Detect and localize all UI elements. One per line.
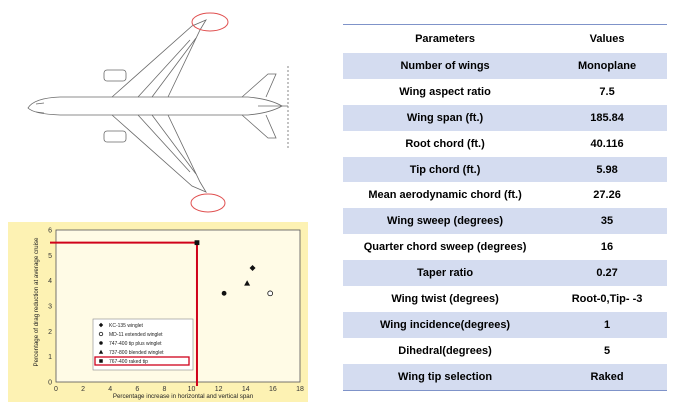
value-cell: Root-0,Tip- -3 <box>547 286 667 312</box>
value-cell: Monoplane <box>547 53 667 79</box>
y-tick-label: 0 <box>48 380 52 387</box>
legend-entry: 747-400 tip plus winglet <box>109 341 162 347</box>
table-row: Quarter chord sweep (degrees)16 <box>343 234 667 261</box>
header-parameters: Parameters <box>343 24 548 53</box>
y-tick-label: 2 <box>48 329 52 336</box>
table-row: Tip chord (ft.)5.98 <box>343 156 667 183</box>
data-point-triangle <box>244 280 251 286</box>
parameter-cell: Dihedral(degrees) <box>343 337 548 364</box>
fuselage <box>27 96 283 116</box>
table-row: Wing sweep (degrees)35 <box>343 208 667 235</box>
table-row: Mean aerodynamic chord (ft.)27.26 <box>343 182 667 209</box>
aircraft-top-view <box>27 12 289 213</box>
legend-marker <box>99 359 103 363</box>
parameter-cell: Mean aerodynamic chord (ft.) <box>343 182 548 209</box>
value-cell: 185.84 <box>547 104 667 131</box>
x-tick-label: 0 <box>54 386 58 393</box>
value-cell: Raked <box>547 363 667 391</box>
parameter-cell: Number of wings <box>343 53 548 79</box>
header-values: Values <box>547 24 667 53</box>
x-tick-labels: 0 2 4 6 8 10 12 14 16 18 <box>54 386 304 393</box>
upper-wing <box>111 19 207 98</box>
parameter-cell: Tip chord (ft.) <box>343 156 548 183</box>
y-tick-label: 3 <box>48 304 52 311</box>
upper-wingtip-highlight <box>191 12 229 32</box>
table-row: Wing incidence(degrees)1 <box>343 311 667 338</box>
legend-entry: 767-400 raked tip <box>109 359 148 365</box>
legend-box <box>92 318 194 371</box>
table-row: Wing span (ft.)185.84 <box>343 104 667 131</box>
lower-engine <box>103 130 127 143</box>
parameter-cell: Taper ratio <box>343 260 548 287</box>
y-tick-labels: 0 1 2 3 4 5 6 <box>48 228 52 387</box>
x-tick-label: 18 <box>296 386 304 393</box>
parameter-cell: Wing span (ft.) <box>343 104 548 131</box>
legend-entry: MD-11 extended winglet <box>109 332 163 338</box>
lower-wingtip-highlight <box>190 193 226 213</box>
table-row: Root chord (ft.)40.116 <box>343 130 667 157</box>
lower-wing <box>111 114 207 193</box>
data-point-square <box>194 240 200 246</box>
legend-entry: 737-800 blended winglet <box>109 350 164 356</box>
legend-marker <box>98 349 104 354</box>
value-cell: 40.116 <box>547 130 667 157</box>
x-tick-label: 10 <box>188 386 196 393</box>
x-tick-label: 14 <box>242 386 250 393</box>
value-cell: 5 <box>547 337 667 364</box>
y-tick-label: 1 <box>48 354 52 361</box>
parameter-cell: Wing twist (degrees) <box>343 286 548 312</box>
data-point-diamond <box>249 265 256 271</box>
x-tick-label: 12 <box>215 386 223 393</box>
table-header-row: Parameters Values <box>343 24 667 53</box>
x-tick-label: 6 <box>135 386 139 393</box>
value-cell: 0.27 <box>547 260 667 287</box>
x-tick-label: 8 <box>162 386 166 393</box>
parameter-cell: Wing sweep (degrees) <box>343 208 548 235</box>
table-row: Wing twist (degrees)Root-0,Tip- -3 <box>343 286 667 312</box>
x-tick-label: 16 <box>269 386 277 393</box>
table-row: Dihedral(degrees)5 <box>343 337 667 364</box>
highlight-lines <box>50 241 198 386</box>
value-cell: 5.98 <box>547 156 667 183</box>
value-cell: 27.26 <box>547 182 667 209</box>
x-axis-label: Percentage increase in horizontal and ve… <box>113 393 254 400</box>
parameter-cell: Wing incidence(degrees) <box>343 311 548 338</box>
y-tick-label: 5 <box>48 253 52 260</box>
y-axis-label: Percentage of drag reduction at average … <box>33 237 40 367</box>
chart-points <box>194 240 273 297</box>
upper-engine <box>103 69 127 82</box>
parameter-cell: Wing aspect ratio <box>343 78 548 105</box>
legend-marker <box>98 331 104 337</box>
legend-entry: KC-135 winglet <box>109 323 144 329</box>
y-tick-label: 4 <box>48 278 52 285</box>
parameter-cell: Wing tip selection <box>343 363 548 391</box>
value-cell: 1 <box>547 311 667 338</box>
value-cell: 35 <box>547 208 667 235</box>
parameter-cell: Root chord (ft.) <box>343 130 548 157</box>
y-tick-label: 6 <box>48 228 52 235</box>
x-tick-label: 2 <box>81 386 85 393</box>
value-cell: 7.5 <box>547 78 667 105</box>
legend-highlight-box <box>94 356 190 366</box>
data-point-open-circle <box>267 290 273 297</box>
value-cell: 16 <box>547 234 667 261</box>
legend-marker <box>98 322 104 328</box>
legend-marker <box>99 341 103 345</box>
x-tick-label: 4 <box>108 386 112 393</box>
parameter-cell: Quarter chord sweep (degrees) <box>343 234 548 261</box>
data-point-circle <box>221 290 227 296</box>
